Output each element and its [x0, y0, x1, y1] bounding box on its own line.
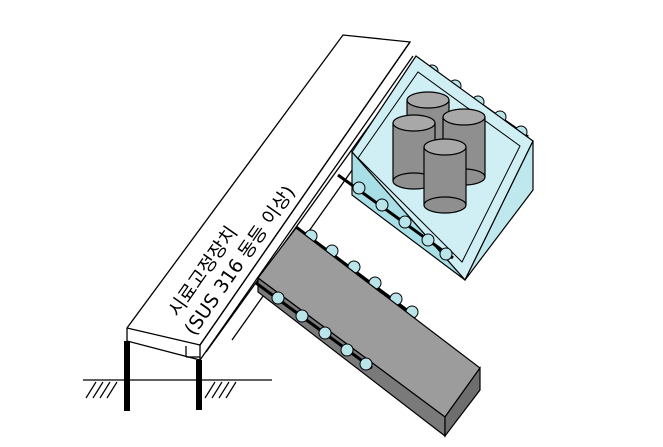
roller	[295, 309, 309, 323]
cylinder	[423, 138, 467, 214]
roller	[439, 247, 453, 261]
roller	[398, 215, 412, 229]
roller	[340, 343, 354, 357]
roller	[318, 326, 332, 340]
roller	[359, 357, 373, 371]
roller	[271, 291, 285, 305]
roller	[375, 198, 389, 212]
roller	[421, 233, 435, 247]
ground-hatch-left	[85, 381, 118, 399]
cylinders	[392, 91, 486, 214]
roller	[352, 181, 366, 195]
support-post-right	[196, 360, 202, 410]
support-post-left	[124, 341, 130, 411]
block-end	[444, 366, 481, 438]
ground-hatch-right	[204, 381, 237, 399]
upper-rail-bottom	[337, 173, 454, 261]
inclined-beam	[126, 34, 421, 361]
ground-base	[83, 379, 272, 399]
box-side	[464, 140, 534, 281]
gray-rail-bottom	[255, 281, 373, 371]
